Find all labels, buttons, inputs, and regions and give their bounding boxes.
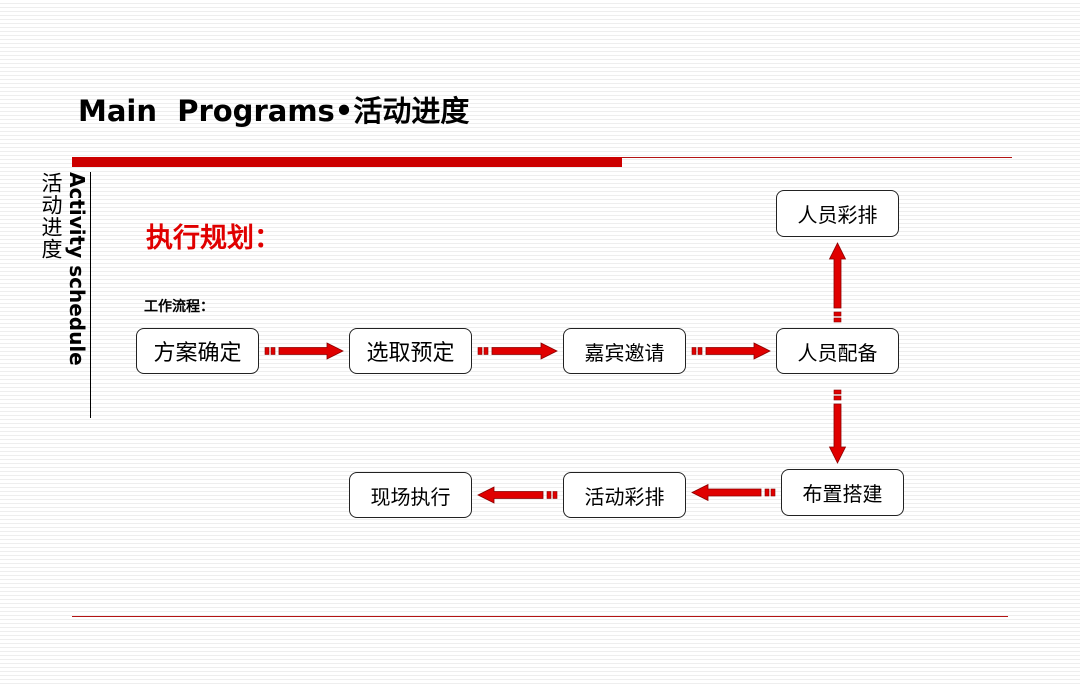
arrow-guests-to-staffing-stub-0: [691, 347, 697, 355]
arrow-event-rehearsal-to-onsite-head: [477, 486, 544, 504]
arrow-staffing-to-staff-rehearsal-stub-1: [833, 311, 842, 317]
arrow-scheme-to-venue-stub-1: [270, 347, 276, 355]
node-label: 选取预定: [366, 341, 455, 366]
arrow-staffing-to-setup: [828, 389, 847, 464]
node-onsite: 现场执行: [349, 472, 472, 518]
title-underline-thin: [622, 157, 1012, 158]
node-label: 现场执行: [370, 484, 451, 509]
node-label: 活动彩排: [584, 484, 665, 509]
arrow-event-rehearsal-to-onsite-stub-0: [552, 491, 558, 499]
arrow-setup-to-event-rehearsal-head: [691, 483, 762, 502]
footer-rule: [72, 616, 1008, 617]
node-label: 人员配备: [797, 340, 878, 365]
node-event-rehearsal: 活动彩排: [563, 472, 686, 518]
arrow-venue-to-guests-head: [491, 342, 558, 360]
arrow-scheme-to-venue: [264, 342, 344, 360]
node-label: 人员彩排: [797, 203, 878, 227]
node-label: 布置搭建: [802, 482, 883, 506]
arrow-scheme-to-venue-stub-0: [264, 347, 270, 355]
arrow-staffing-to-staff-rehearsal: [828, 242, 847, 323]
arrow-event-rehearsal-to-onsite-stub-1: [546, 491, 552, 499]
arrow-setup-to-event-rehearsal: [691, 483, 776, 502]
arrow-staffing-to-staff-rehearsal-stub-0: [833, 317, 842, 323]
workflow-label: 工作流程：: [144, 299, 214, 315]
node-setup: 布置搭建: [781, 469, 904, 516]
arrow-scheme-to-venue-head: [278, 342, 344, 360]
arrow-setup-to-event-rehearsal-stub-1: [764, 488, 770, 497]
node-staff-rehearsal: 人员彩排: [776, 190, 899, 237]
arrow-staffing-to-setup-stub-1: [833, 395, 842, 401]
arrow-setup-to-event-rehearsal-stub-0: [770, 488, 776, 497]
arrow-staffing-to-setup-head: [828, 403, 847, 464]
arrow-guests-to-staffing: [691, 342, 771, 360]
arrow-guests-to-staffing-stub-1: [697, 347, 703, 355]
side-label-chinese: 活动进度: [39, 172, 63, 260]
arrow-venue-to-guests-stub-0: [477, 347, 483, 355]
side-label-english: Activity schedule: [65, 172, 89, 366]
arrow-staffing-to-staff-rehearsal-head: [828, 242, 847, 309]
side-divider: [90, 172, 91, 418]
arrow-staffing-to-setup-stub-0: [833, 389, 842, 395]
node-staffing: 人员配备: [776, 328, 899, 374]
arrow-venue-to-guests: [477, 342, 558, 360]
arrow-event-rehearsal-to-onsite: [477, 486, 558, 504]
slide-title: Main Programs•活动进度: [78, 94, 470, 128]
node-guests: 嘉宾邀请: [563, 328, 686, 374]
arrow-guests-to-staffing-head: [705, 342, 771, 360]
node-label: 嘉宾邀请: [584, 340, 665, 365]
node-venue: 选取预定: [349, 328, 472, 374]
section-heading: 执行规划：: [146, 223, 281, 254]
arrow-venue-to-guests-stub-1: [483, 347, 489, 355]
node-label: 方案确定: [153, 341, 242, 366]
node-scheme: 方案确定: [136, 328, 259, 374]
title-underline-thick: [72, 157, 622, 167]
